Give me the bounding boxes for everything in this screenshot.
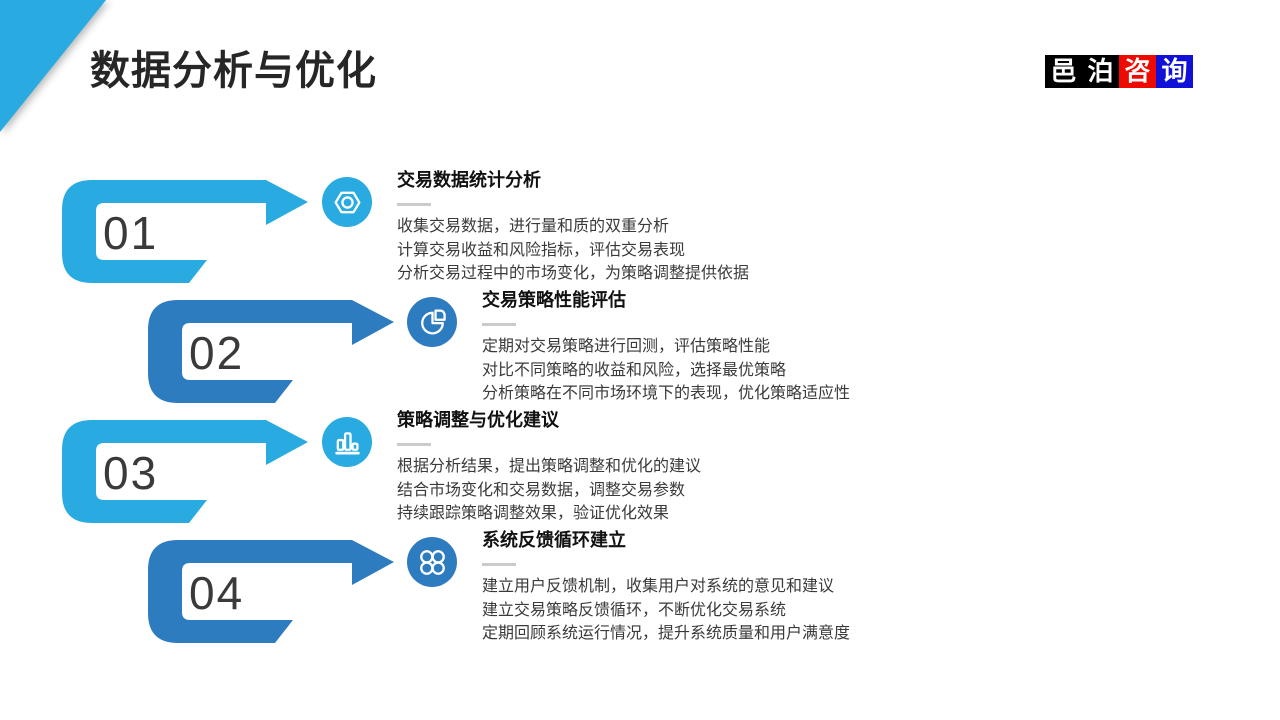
heading-divider <box>397 443 431 446</box>
bent-arrow-shape <box>148 300 394 403</box>
step-line: 分析策略在不同市场环境下的表现，优化策略适应性 <box>482 385 851 402</box>
step-heading: 策略调整与优化建议 <box>397 410 559 430</box>
bent-arrow-shape <box>62 180 308 283</box>
step-line: 建立用户反馈机制，收集用户对系统的意见和建议 <box>482 578 835 595</box>
logo-char: 咨 <box>1119 55 1156 88</box>
corner-accent-triangle <box>0 0 106 132</box>
step-heading: 交易策略性能评估 <box>482 290 626 310</box>
step-line: 计算交易收益和风险指标，评估交易表现 <box>397 241 686 259</box>
bent-arrow-shape <box>148 540 394 643</box>
step-number: 04 <box>189 567 245 619</box>
step-number: 01 <box>103 207 159 259</box>
heading-divider <box>482 323 516 326</box>
step-heading: 系统反馈循环建立 <box>482 530 626 550</box>
step-line: 收集交易数据，进行量和质的双重分析 <box>397 218 670 235</box>
step-line: 结合市场变化和交易数据，调整交易参数 <box>397 481 686 499</box>
logo-char: 询 <box>1156 55 1193 88</box>
company-logo: 邑 泊 咨 询 <box>1045 55 1193 88</box>
step-text-block: 策略调整与优化建议 根据分析结果，提出策略调整和优化的建议 结合市场变化和交易数… <box>397 410 877 526</box>
bar-chart-icon <box>322 417 372 467</box>
step-line: 定期对交易策略进行回测，评估策略性能 <box>482 338 771 355</box>
step-line: 分析交易过程中的市场变化，为策略调整提供依据 <box>397 265 750 282</box>
step-number: 03 <box>103 447 159 499</box>
nut-icon <box>322 177 372 227</box>
step-text-block: 系统反馈循环建立 建立用户反馈机制，收集用户对系统的意见和建议 建立交易策略反馈… <box>482 530 962 646</box>
step-line: 根据分析结果，提出策略调整和优化的建议 <box>397 458 702 475</box>
pie-chart-icon <box>407 297 457 347</box>
step-line: 对比不同策略的收益和风险，选择最优策略 <box>482 361 787 379</box>
clover-icon <box>407 537 457 587</box>
step-text-block: 交易数据统计分析 收集交易数据，进行量和质的双重分析 计算交易收益和风险指标，评… <box>397 170 877 286</box>
step-line: 定期回顾系统运行情况，提升系统质量和用户满意度 <box>482 625 851 642</box>
step-heading: 交易数据统计分析 <box>397 170 541 190</box>
step-line: 持续跟踪策略调整效果，验证优化效果 <box>397 505 670 522</box>
heading-divider <box>482 563 516 566</box>
page-title: 数据分析与优化 <box>90 49 377 93</box>
step-number: 02 <box>189 327 245 379</box>
bent-arrow-shape <box>62 420 308 523</box>
step-line: 建立交易策略反馈循环，不断优化交易系统 <box>482 601 787 619</box>
logo-char: 邑 <box>1045 55 1082 88</box>
step-text-block: 交易策略性能评估 定期对交易策略进行回测，评估策略性能 对比不同策略的收益和风险… <box>482 290 962 406</box>
logo-char: 泊 <box>1082 55 1119 88</box>
heading-divider <box>397 203 431 206</box>
